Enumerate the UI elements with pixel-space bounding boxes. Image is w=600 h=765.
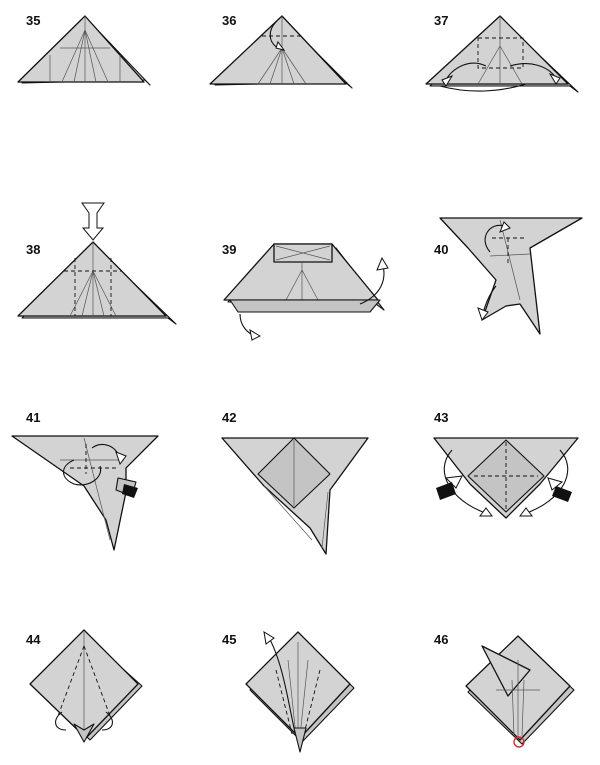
step-number-44: 44 <box>26 632 41 647</box>
step-number-38: 38 <box>26 242 41 257</box>
diagram-step-39 <box>223 243 389 341</box>
diagram-step-44 <box>29 629 143 743</box>
diagram-step-41 <box>11 435 159 551</box>
diagram-step-35 <box>17 15 151 86</box>
diagram-step-46 <box>465 635 575 748</box>
diagram-step-45 <box>245 631 355 753</box>
diagram-step-42 <box>221 437 369 555</box>
step-number-42: 42 <box>222 410 237 425</box>
diagram-step-38 <box>17 202 177 325</box>
diagram-step-36 <box>209 15 353 89</box>
step-number-46: 46 <box>434 632 449 647</box>
step-number-36: 36 <box>222 13 237 28</box>
step-number-35: 35 <box>26 13 41 28</box>
step-number-37: 37 <box>434 13 449 28</box>
diagram-step-43 <box>433 437 579 519</box>
step-number-40: 40 <box>434 242 449 257</box>
diagram-step-40 <box>439 217 583 335</box>
step-number-41: 41 <box>26 410 41 425</box>
step-number-39: 39 <box>222 242 237 257</box>
step-number-45: 45 <box>222 632 237 647</box>
step-number-43: 43 <box>434 410 449 425</box>
marker-dot <box>513 736 525 748</box>
diagram-step-37 <box>425 15 579 93</box>
